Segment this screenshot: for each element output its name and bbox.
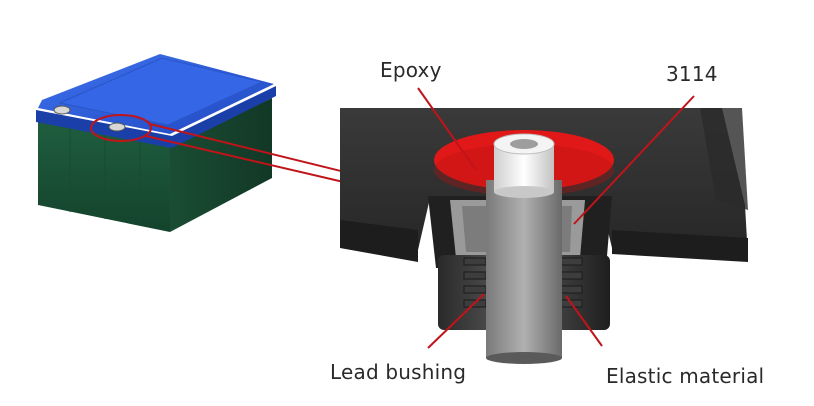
terminal-cross-section: [340, 108, 748, 364]
battery-body-side: [170, 98, 272, 232]
battery-lid-rim: [36, 86, 276, 148]
elastic-material-leader: [565, 295, 603, 347]
battery-terminal-right: [108, 122, 126, 132]
lead-bushing-leader: [427, 293, 485, 349]
battery-illustration: [36, 54, 276, 232]
lead-bushing-label: Lead bushing: [330, 360, 467, 384]
epoxy-leader: [417, 87, 477, 171]
bolt-socket: [510, 139, 538, 149]
terminal-post: [486, 180, 562, 358]
battery-terminal-callout-circle: [90, 114, 152, 142]
elastic-material-label: Elastic material: [606, 364, 765, 388]
epoxy-label: Epoxy: [380, 58, 442, 82]
label-leaders: [417, 87, 695, 349]
housing-front-edge: [340, 220, 418, 262]
battery-body-front: [38, 120, 170, 232]
part-3114-leader: [573, 95, 695, 225]
battery-lid-panel: [58, 57, 264, 126]
battery-terminal-left: [53, 105, 71, 115]
part-number-label: 3114: [666, 62, 718, 86]
